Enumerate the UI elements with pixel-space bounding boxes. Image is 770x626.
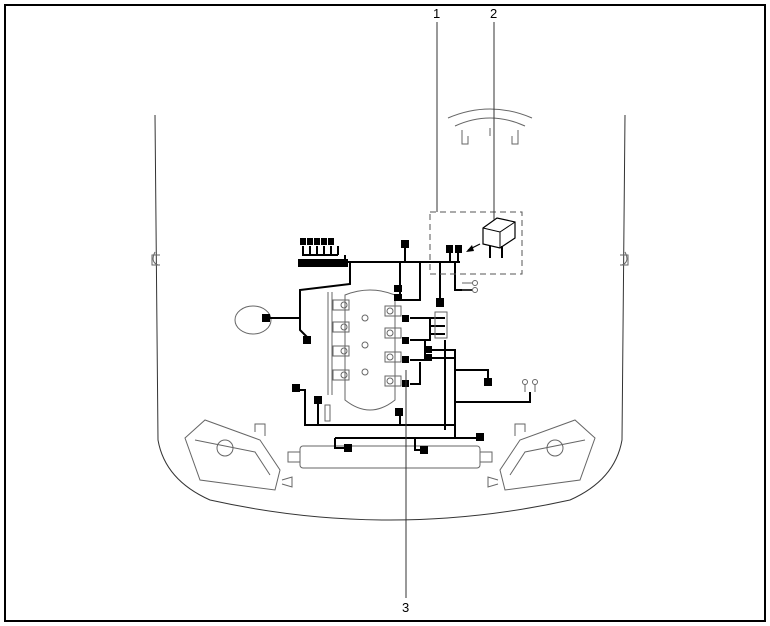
- coil-right-3: [384, 351, 402, 363]
- coil-left-3: [332, 345, 350, 357]
- vehicle-body-outline: [151, 114, 629, 521]
- left-round-component: [234, 305, 272, 335]
- coil-right-4: [384, 375, 402, 387]
- fuse-detail: [429, 211, 523, 275]
- coil-left-4: [332, 369, 350, 381]
- ignition-coils: [332, 299, 402, 387]
- steering-wheel-outline: [447, 108, 533, 145]
- coil-right-2: [384, 327, 402, 339]
- headlamp-right: [487, 419, 596, 491]
- callout-label-1: 1: [433, 6, 440, 21]
- callout-labels: 1 2 3: [402, 6, 497, 615]
- coil-left-2: [332, 321, 350, 333]
- callout-label-3: 3: [402, 600, 409, 615]
- wiring-harness: [270, 238, 538, 454]
- engine-block: [327, 289, 396, 411]
- headlamp-left: [184, 419, 293, 491]
- radiator: [287, 445, 493, 469]
- coil-left-1: [332, 299, 350, 311]
- coil-right-1: [384, 305, 402, 317]
- diagram-frame: [4, 4, 766, 622]
- fuse-detail-boundary: [429, 211, 523, 275]
- fuse-component: [482, 217, 516, 258]
- callout-label-2: 2: [490, 6, 497, 21]
- leader-lines: [405, 22, 495, 598]
